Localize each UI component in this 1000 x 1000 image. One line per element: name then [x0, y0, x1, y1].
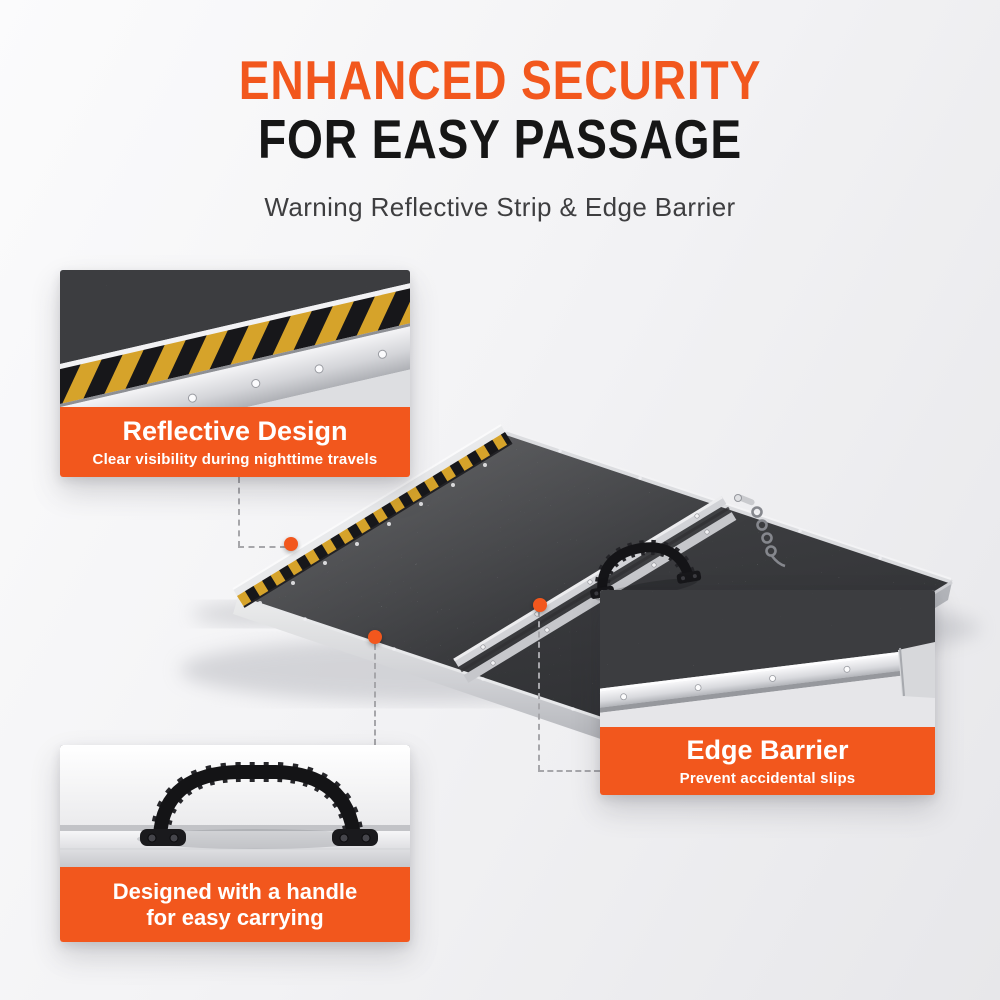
headline-accent: ENHANCED SECURITY	[238, 49, 762, 111]
leader-line-edge-horizontal	[538, 770, 600, 772]
callout-dot-handle	[368, 630, 382, 644]
callout-label-handle: Designed with a handle for easy carrying	[60, 867, 410, 942]
callout-dot-reflective	[284, 537, 298, 551]
callout-dot-edge	[533, 598, 547, 612]
callout-title-handle: Designed with a handle for easy carrying	[112, 878, 358, 930]
callout-title-edge: Edge Barrier	[686, 735, 849, 766]
edge-barrier-closeup-image	[600, 590, 935, 727]
safety-chain	[734, 494, 786, 568]
handle-closeup-image	[60, 745, 410, 867]
callout-card-reflective: Reflective Design Clear visibility durin…	[60, 270, 410, 477]
callout-label-reflective: Reflective Design Clear visibility durin…	[60, 407, 410, 477]
callout-card-edge: Edge Barrier Prevent accidental slips	[600, 590, 935, 795]
leader-line-reflective-horizontal	[238, 546, 286, 548]
headline-dark: FOR EASY PASSAGE	[257, 108, 743, 170]
callout-subtitle-edge: Prevent accidental slips	[679, 769, 856, 787]
callout-card-handle: Designed with a handle for easy carrying	[60, 745, 410, 942]
leader-line-reflective-vertical	[238, 477, 240, 547]
leader-line-edge-vertical	[538, 611, 540, 771]
callout-title-reflective: Reflective Design	[122, 416, 348, 447]
headline-subtitle: Warning Reflective Strip & Edge Barrier	[264, 192, 736, 222]
reflective-strip-closeup-image	[60, 270, 410, 407]
callout-subtitle-reflective: Clear visibility during nighttime travel…	[92, 450, 378, 468]
leader-line-handle-vertical	[374, 644, 376, 745]
callout-label-edge: Edge Barrier Prevent accidental slips	[600, 727, 935, 795]
